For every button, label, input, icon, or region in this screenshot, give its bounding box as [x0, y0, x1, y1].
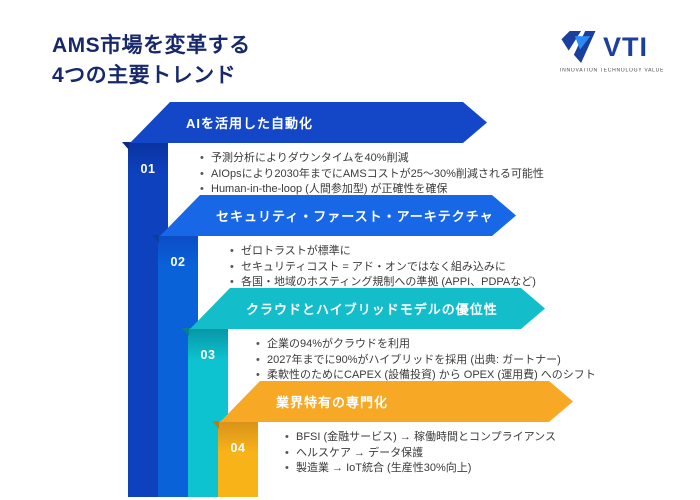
bullet-item: 柔軟性のためにCAPEX (設備投資) から OPEX (運用費) へのシフト [254, 368, 596, 384]
trend-title: AIを活用した自動化 [186, 116, 314, 131]
trend-title: 業界特有の専門化 [276, 395, 389, 410]
trend-bullets: 予測分析によりダウンタイムを40%削減 AIOpsにより2030年までにAMSコ… [198, 151, 544, 198]
ribbon-fold [182, 328, 189, 336]
trend-ribbon [218, 421, 258, 497]
ribbon-fold [122, 142, 129, 150]
vti-logo: VTI INNOVATION TECHNOLOGY VALUE [560, 30, 680, 75]
bullet-item: Human-in-the-loop (人間参加型) が正確性を確保 [198, 182, 544, 198]
bullet-item: 製造業 → IoT統合 (生産性30%向上) [283, 461, 556, 477]
ribbon-fold [152, 235, 159, 243]
bullet-item: ヘルスケア → データ保護 [283, 446, 556, 462]
page-title-line1: AMS市場を変革する [52, 34, 251, 57]
vti-logo-row: VTI [560, 30, 680, 64]
trend-bullets: ゼロトラストが標準に セキュリティコスト = アド・オンではなく組み込みに 各国… [228, 244, 536, 291]
bullet-item: 各国・地域のホスティング規制への準拠 (APPI、PDPAなど) [228, 275, 536, 291]
trend-number: 01 [140, 162, 156, 176]
vti-logo-text: VTI [603, 31, 649, 62]
bullet-item: BFSI (金融サービス) → 稼働時間とコンプライアンス [283, 430, 556, 446]
trend-bullets: 企業の94%がクラウドを利用 2027年までに90%がハイブリッドを採用 (出典… [254, 337, 596, 384]
page-title-line2: 4つの主要トレンド [52, 64, 237, 87]
trend-banner: セキュリティ・ファースト・アーキテクチャ [160, 195, 516, 236]
vti-logo-tagline: INNOVATION TECHNOLOGY VALUE [560, 68, 665, 74]
trend-title: セキュリティ・ファースト・アーキテクチャ [216, 209, 494, 224]
bullet-item: 2027年までに90%がハイブリッドを採用 (出典: ガートナー) [254, 353, 596, 369]
trend-number: 03 [200, 348, 216, 362]
trend-banner: AIを活用した自動化 [130, 102, 487, 143]
trend-number: 02 [170, 255, 186, 269]
bullet-item: セキュリティコスト = アド・オンではなく組み込みに [228, 260, 536, 276]
trend-bullets: BFSI (金融サービス) → 稼働時間とコンプライアンス ヘルスケア → デー… [283, 430, 556, 477]
page-title: AMS市場を変革する 4つの主要トレンド [52, 31, 251, 91]
bullet-item: ゼロトラストが標準に [228, 244, 536, 260]
trend-banner: クラウドとハイブリッドモデルの優位性 [190, 288, 545, 329]
bullet-item: 予測分析によりダウンタイムを40%削減 [198, 151, 544, 167]
bullet-item: AIOpsにより2030年までにAMSコストが25〜30%削減される可能性 [198, 167, 544, 183]
bullet-item: 企業の94%がクラウドを利用 [254, 337, 596, 353]
vti-logo-icon [561, 31, 596, 63]
ribbon-fold [212, 421, 219, 429]
trend-title: クラウドとハイブリッドモデルの優位性 [246, 302, 498, 317]
trend-banner: 業界特有の専門化 [220, 381, 573, 422]
trend-number: 04 [230, 441, 246, 455]
